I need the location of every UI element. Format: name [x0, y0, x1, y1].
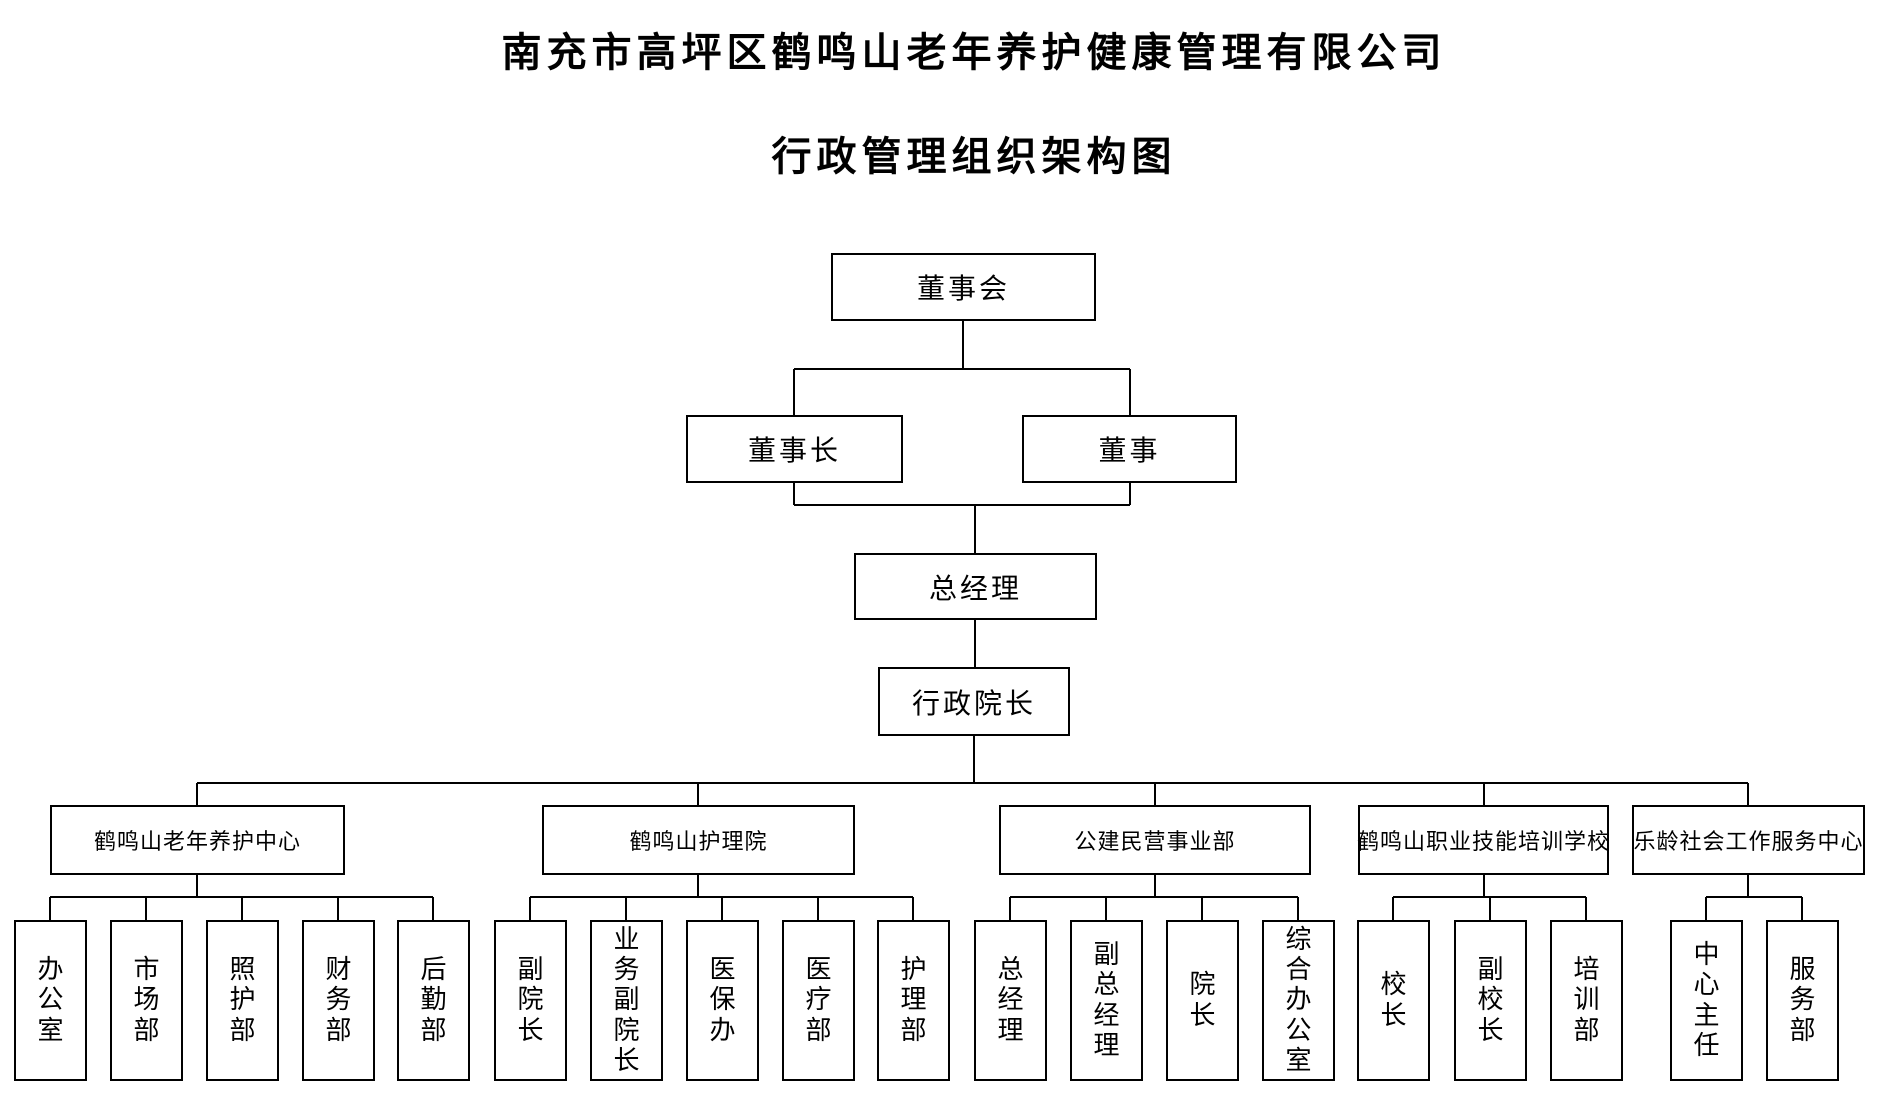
org-box-label: 鹤鸣山职业技能培训学校: [1357, 829, 1611, 854]
org-box-label: 财务部: [325, 955, 352, 1045]
org-box-label: 市场部: [133, 955, 160, 1045]
org-box-label: 鹤鸣山护理院: [629, 829, 768, 854]
org-box-label: 行政院长: [911, 688, 1036, 720]
org-box-branch-public-private-division: 公建民营事业部: [999, 805, 1311, 875]
org-box-label: 公建民营事业部: [1074, 829, 1236, 854]
org-box-leaf-marketing-dept: 市场部: [110, 920, 183, 1081]
org-box-label: 医疗部: [805, 955, 832, 1045]
org-box-label: 校长: [1380, 970, 1407, 1030]
page-title: 南充市高坪区鹤鸣山老年养护健康管理有限公司: [501, 31, 1447, 75]
org-box-label: 总经理: [928, 573, 1022, 605]
org-box-label: 综合办公室: [1285, 925, 1312, 1075]
org-box-general-manager: 总经理: [854, 553, 1097, 620]
org-box-leaf-vice-president: 副院长: [494, 920, 567, 1081]
org-box-label: 办公室: [37, 955, 64, 1045]
org-box-label: 总经理: [997, 955, 1024, 1045]
org-box-leaf-service-dept: 服务部: [1766, 920, 1839, 1081]
org-box-label: 董事: [1098, 436, 1161, 467]
org-box-label: 护理部: [900, 955, 927, 1045]
org-box-leaf-deputy-general-manager: 副总经理: [1070, 920, 1143, 1081]
page-subtitle: 行政管理组织架构图: [771, 135, 1177, 179]
org-box-leaf-vice-principal: 副校长: [1454, 920, 1527, 1081]
org-box-branch-nursing-home: 鹤鸣山护理院: [542, 805, 855, 875]
org-box-leaf-principal: 校长: [1357, 920, 1430, 1081]
org-box-leaf-office: 办公室: [14, 920, 87, 1081]
org-box-label: 副总经理: [1093, 940, 1120, 1060]
org-box-leaf-nursing-dept: 护理部: [877, 920, 950, 1081]
org-box-label: 董事会: [916, 274, 1010, 305]
org-box-label: 培训部: [1573, 955, 1600, 1045]
org-box-chairman: 董事长: [686, 415, 903, 483]
org-box-label: 服务部: [1789, 955, 1816, 1045]
org-box-branch-training-school: 鹤鸣山职业技能培训学校: [1357, 805, 1611, 875]
org-box-leaf-medical-dept: 医疗部: [782, 920, 855, 1081]
org-box-leaf-general-manager: 总经理: [974, 920, 1047, 1081]
org-box-label: 中心主任: [1693, 940, 1720, 1060]
org-box-label: 院长: [1189, 970, 1216, 1030]
org-box-label: 鹤鸣山老年养护中心: [93, 829, 301, 854]
org-box-branch-care-center: 鹤鸣山老年养护中心: [50, 805, 345, 875]
org-box-leaf-general-office: 综合办公室: [1262, 920, 1335, 1081]
org-box-label: 医保办: [709, 955, 736, 1045]
org-box-label: 副校长: [1477, 955, 1504, 1045]
org-box-label: 业务副院长: [613, 925, 640, 1075]
org-box-label: 副院长: [517, 955, 544, 1045]
org-box-label: 乐龄社会工作服务中心: [1633, 829, 1864, 854]
org-box-label: 照护部: [229, 955, 256, 1045]
org-box-leaf-care-dept: 照护部: [206, 920, 279, 1081]
org-box-leaf-president: 院长: [1166, 920, 1239, 1081]
org-box-leaf-business-vice-president: 业务副院长: [590, 920, 663, 1081]
org-box-branch-social-work-center: 乐龄社会工作服务中心: [1632, 805, 1865, 875]
org-box-leaf-finance-dept: 财务部: [302, 920, 375, 1081]
org-box-leaf-center-director: 中心主任: [1670, 920, 1743, 1081]
org-box-board: 董事会: [831, 253, 1096, 321]
org-box-leaf-logistics-dept: 后勤部: [397, 920, 470, 1081]
org-box-label: 后勤部: [420, 955, 447, 1045]
org-box-label: 董事长: [747, 436, 841, 467]
org-box-leaf-training-dept: 培训部: [1550, 920, 1623, 1081]
org-box-admin-dean: 行政院长: [878, 667, 1070, 736]
org-box-director: 董事: [1022, 415, 1237, 483]
org-box-leaf-medical-insurance-office: 医保办: [686, 920, 759, 1081]
